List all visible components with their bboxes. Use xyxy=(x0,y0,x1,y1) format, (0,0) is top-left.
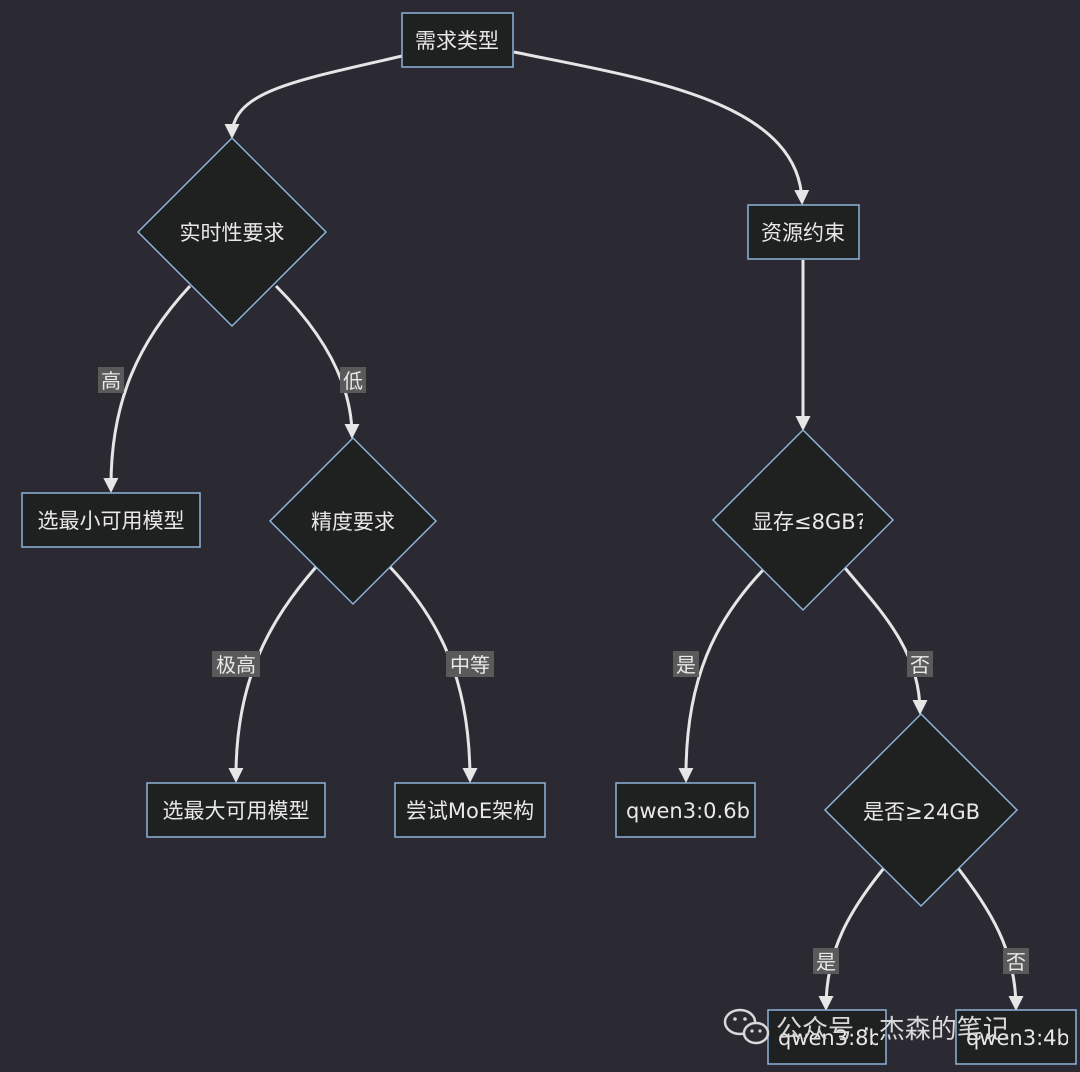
watermark: 公众号 · 杰森的笔记 xyxy=(723,1008,1009,1045)
svg-text:qwen3:0.6b: qwen3:0.6b xyxy=(626,799,750,823)
edge-label-no-vram8: 否 xyxy=(907,651,933,677)
edge-label-high: 高 xyxy=(98,367,124,393)
svg-text:qwen3:8b: qwen3:8b xyxy=(778,1026,882,1050)
edge-root-realtime xyxy=(224,54,403,139)
svg-text:极高: 极高 xyxy=(216,653,256,677)
node-demand-type: 需求类型 xyxy=(401,12,514,68)
node-qwen3-06b: qwen3:0.6b xyxy=(615,782,756,838)
svg-text:是: 是 xyxy=(816,950,836,974)
node-vram8: 显存≤8GB? xyxy=(711,428,895,612)
edge-vram8-vram24 xyxy=(843,567,928,715)
svg-text:资源约束: 资源约束 xyxy=(761,221,845,245)
edge-vram24-q4 xyxy=(956,867,1024,1011)
edge-label-low: 低 xyxy=(340,367,366,393)
edge-label-extreme: 极高 xyxy=(212,651,260,677)
svg-text:是: 是 xyxy=(676,653,696,677)
svg-text:高: 高 xyxy=(101,369,121,393)
edge-vram8-q06 xyxy=(678,566,767,783)
svg-text:是否≥24GB?: 是否≥24GB? xyxy=(863,800,991,824)
node-moe: 尝试MoE架构 xyxy=(394,782,546,838)
svg-text:qwen3:4b: qwen3:4b xyxy=(966,1026,1070,1050)
svg-text:精度要求: 精度要求 xyxy=(311,510,395,534)
node-largest-model: 选最大可用模型 xyxy=(146,782,326,838)
node-smallest-model: 选最小可用模型 xyxy=(21,492,201,548)
svg-text:公众号 · 杰森的笔记: 公众号 · 杰森的笔记 xyxy=(776,1015,1009,1045)
node-resource-constraint: 资源约束 xyxy=(747,204,860,260)
svg-text:实时性要求: 实时性要求 xyxy=(180,221,285,245)
node-realtime: 实时性要求 xyxy=(136,136,328,328)
edge-label-yes-vram8: 是 xyxy=(673,651,699,677)
svg-text:否: 否 xyxy=(1006,950,1026,974)
edge-realtime-precision xyxy=(274,284,360,439)
svg-text:显存≤8GB?: 显存≤8GB? xyxy=(752,510,867,534)
edge-label-no-vram24: 否 xyxy=(1003,948,1029,974)
node-precision: 精度要求 xyxy=(268,436,438,606)
svg-text:选最小可用模型: 选最小可用模型 xyxy=(38,509,185,533)
svg-text:尝试MoE架构: 尝试MoE架构 xyxy=(406,799,534,823)
edge-label-yes-vram24: 是 xyxy=(813,948,839,974)
edge-realtime-smallest xyxy=(103,284,192,493)
svg-text:中等: 中等 xyxy=(450,653,490,677)
wechat-icon xyxy=(723,1008,770,1045)
edge-vram24-q8 xyxy=(818,867,886,1011)
node-qwen3-4b: qwen3:4b xyxy=(955,1009,1077,1065)
node-qwen3-8b: qwen3:8b xyxy=(767,1009,887,1065)
svg-text:需求类型: 需求类型 xyxy=(415,29,499,53)
svg-text:选最大可用模型: 选最大可用模型 xyxy=(163,799,310,823)
edge-root-resource xyxy=(513,50,810,205)
node-vram24: 是否≥24GB? xyxy=(823,712,1019,908)
edge-label-medium: 中等 xyxy=(446,651,494,677)
svg-text:否: 否 xyxy=(910,653,930,677)
svg-text:低: 低 xyxy=(343,369,363,393)
